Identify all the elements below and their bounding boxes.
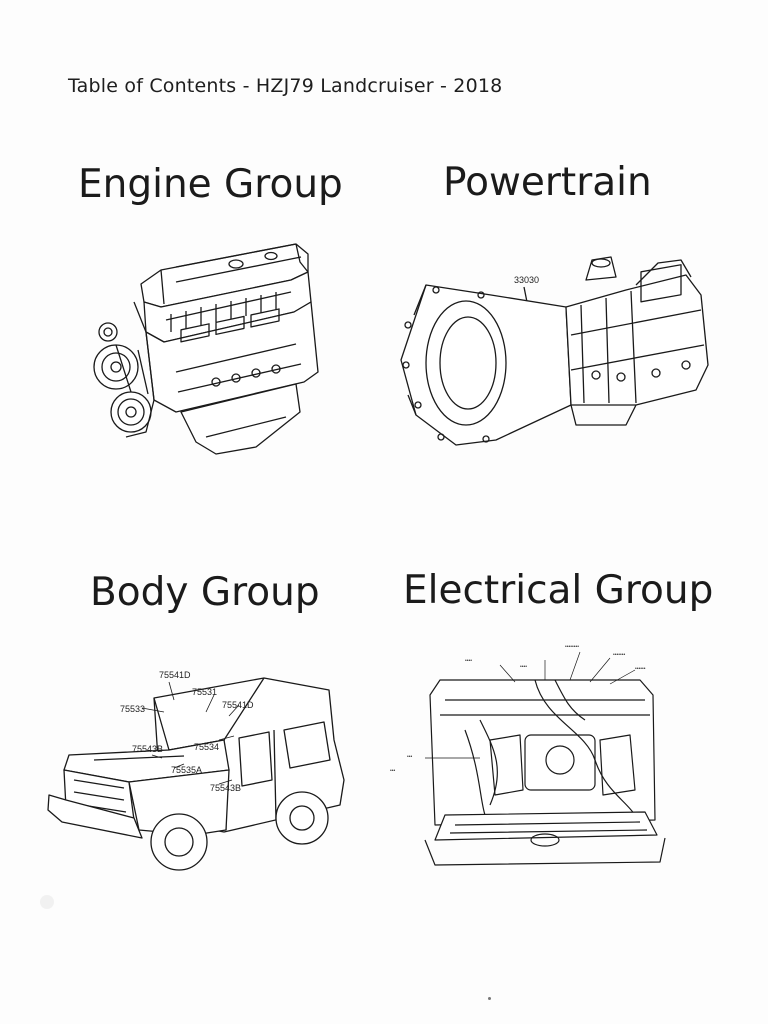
- body-callout: 75543B: [210, 783, 241, 793]
- gearbox-illustration: 33030: [396, 255, 716, 455]
- body-callout: 75535A: [171, 765, 202, 775]
- svg-text:••••••: ••••••: [635, 666, 646, 672]
- scan-speck: [488, 997, 491, 1000]
- scan-speck: [40, 895, 54, 909]
- svg-text:••••: ••••: [520, 664, 527, 670]
- body-callout: 75541D: [222, 700, 254, 710]
- body-callout: 75533: [120, 704, 145, 714]
- svg-text:•••: •••: [407, 754, 413, 760]
- body-callout: 75534: [194, 742, 219, 752]
- wiring-illustration: •••••••• ••••••• •••••• •••• •••• ••• ••…: [385, 640, 675, 870]
- body-callout: 75541D: [159, 670, 191, 680]
- body-group-heading: Body Group: [90, 570, 320, 615]
- document-title: Table of Contents - HZJ79 Landcruiser - …: [68, 75, 503, 97]
- engine-illustration: [86, 232, 336, 472]
- body-callout: 75531: [192, 687, 217, 697]
- svg-text:••••••••: ••••••••: [565, 644, 579, 650]
- body-illustration: 75541D 75531 75533 75541D 75543B 75534 7…: [44, 660, 354, 880]
- powertrain-part-number: 33030: [514, 275, 539, 285]
- engine-group-heading: Engine Group: [78, 162, 343, 207]
- body-callout: 75543B: [132, 744, 163, 754]
- powertrain-heading: Powertrain: [443, 160, 652, 205]
- svg-text:•••: •••: [390, 768, 396, 774]
- svg-text:•••••••: •••••••: [613, 652, 626, 658]
- svg-text:••••: ••••: [465, 658, 472, 664]
- electrical-group-heading: Electrical Group: [403, 568, 714, 613]
